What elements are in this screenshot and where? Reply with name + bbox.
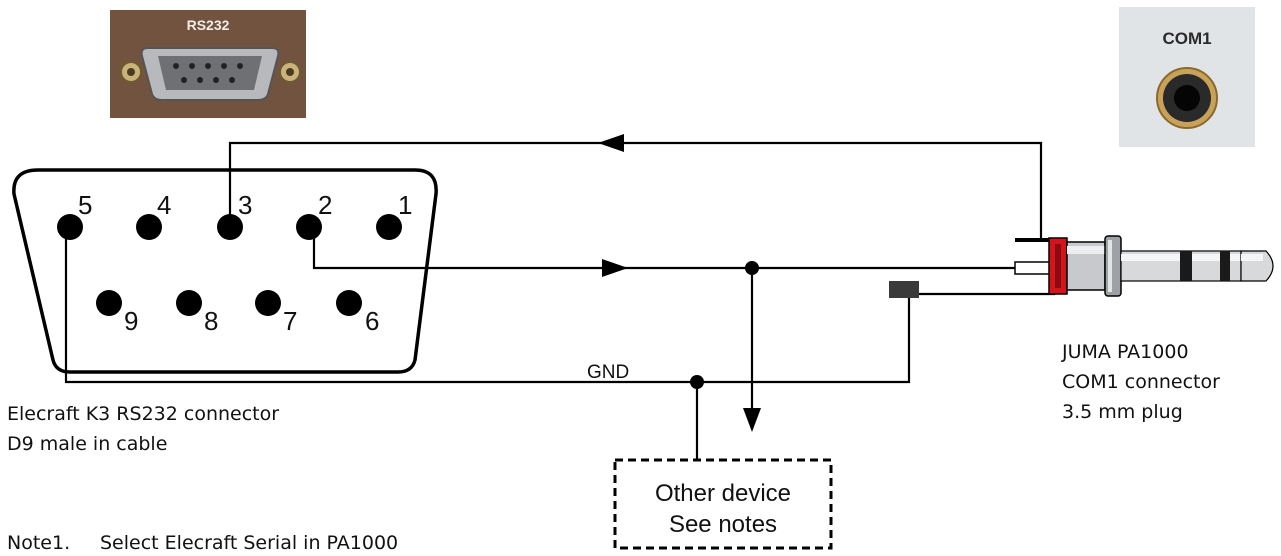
wire-pin3-rx — [228, 141, 1043, 240]
right-caption-line3: 3.5 mm plug — [1062, 401, 1183, 423]
pin-4-label: 4 — [157, 190, 171, 220]
pin-1-label: 1 — [398, 190, 412, 220]
right-caption-line1: JUMA PA1000 — [1061, 341, 1189, 363]
com1-photo: COM1 — [1119, 7, 1255, 147]
arrow-left-icon — [598, 134, 624, 152]
plug-3-5mm — [889, 235, 1274, 298]
right-caption-line2: COM1 connector — [1062, 371, 1220, 393]
left-caption-line1: Elecraft K3 RS232 connector — [7, 403, 279, 425]
pin-9 — [96, 290, 122, 316]
pin-7 — [255, 290, 281, 316]
other-device-line2: See notes — [669, 511, 777, 538]
pin-9-label: 9 — [124, 306, 138, 336]
d9-pins-bottom: 9 8 7 6 — [96, 290, 379, 336]
left-caption-line2: D9 male in cable — [7, 433, 167, 455]
pin-8-label: 8 — [204, 306, 218, 336]
other-device-box — [613, 458, 833, 550]
com1-photo-label: COM1 — [1162, 29, 1211, 48]
pin-2-label: 2 — [318, 190, 332, 220]
arrow-down-icon — [743, 408, 761, 432]
pin-5-label: 5 — [78, 190, 92, 220]
d9-pins-top: 5 4 3 2 1 — [57, 190, 412, 240]
rs232-photo-label: RS232 — [187, 17, 230, 33]
wire-pin2-tx — [309, 225, 1015, 270]
pin-6-label: 6 — [365, 306, 379, 336]
note-text: Select Elecraft Serial in PA1000 — [100, 532, 398, 554]
d9-connector-outline — [12, 168, 438, 374]
pin-6 — [336, 290, 362, 316]
pin-4 — [136, 214, 162, 240]
pin-8 — [176, 290, 202, 316]
rs232-photo: RS232 — [110, 10, 306, 118]
gnd-label: GND — [587, 362, 629, 383]
other-device-line1: Other device — [655, 480, 791, 507]
pin-3-label: 3 — [238, 190, 252, 220]
wire-gnd — [64, 225, 1055, 384]
note-label: Note1. — [7, 532, 70, 554]
pin-7-label: 7 — [283, 306, 297, 336]
pin-1 — [376, 214, 402, 240]
arrow-right-icon — [602, 259, 628, 277]
